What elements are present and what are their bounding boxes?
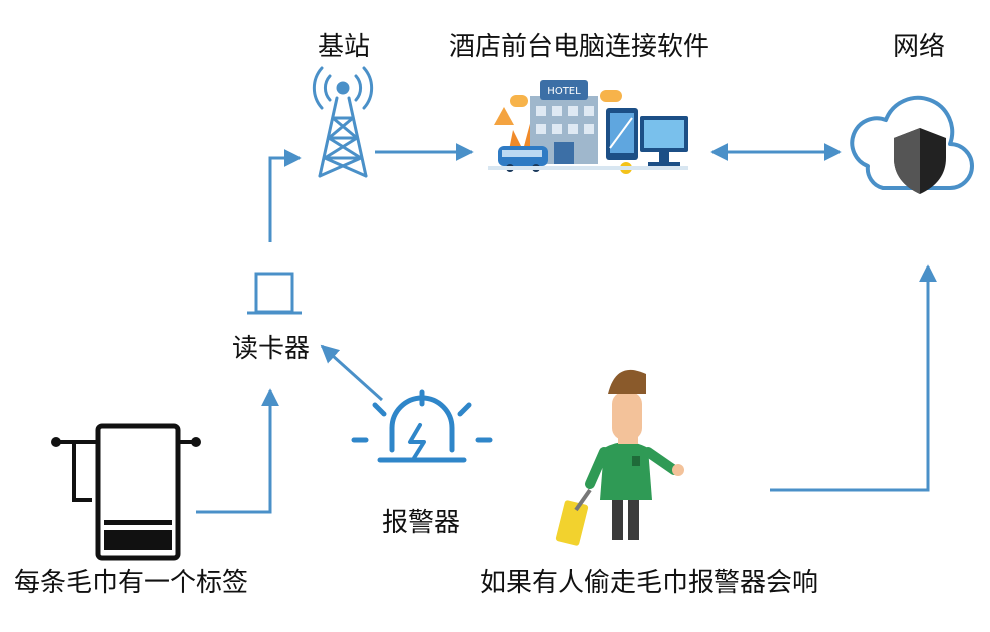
hotel-software-label: 酒店前台电脑连接软件 <box>449 32 710 62</box>
edge-towel-to-reader <box>196 388 279 514</box>
cell-tower-icon <box>312 66 374 178</box>
reader-icon <box>247 272 302 315</box>
hotel-computer-icon: HOTEL <box>488 80 688 174</box>
person-with-luggage-icon <box>555 369 684 546</box>
base-station-label: 基站 <box>318 32 371 62</box>
edge-alarm-to-reader <box>320 344 384 402</box>
card-reader-label: 读卡器 <box>232 334 311 364</box>
edge-reader-to-tower <box>268 149 302 242</box>
connectors <box>196 143 937 514</box>
hotel-sign: HOTEL <box>547 86 581 97</box>
towel-icon <box>51 423 201 561</box>
network-label: 网络 <box>893 32 946 62</box>
thief-alarm-label: 如果有人偷走毛巾报警器会响 <box>480 568 819 598</box>
towel-tag-label: 每条毛巾有一个标签 <box>14 568 249 598</box>
cloud-shield-icon <box>850 95 974 194</box>
siren-icon <box>351 389 493 463</box>
edge-person-to-network <box>770 264 937 492</box>
alarm-label: 报警器 <box>382 508 461 538</box>
